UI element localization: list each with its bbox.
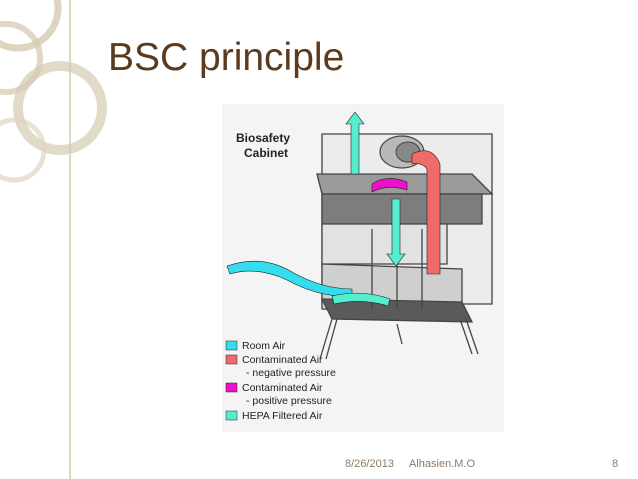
legend-swatch-contaminated-negative xyxy=(225,354,238,365)
diagram-heading-line2: Cabinet xyxy=(244,146,288,160)
diagram-legend: Room Air Contaminated Air - negative pre… xyxy=(225,340,336,422)
legend-item: Contaminated Air xyxy=(242,382,323,394)
footer-page-number: 8 xyxy=(612,458,619,470)
legend-item: Contaminated Air xyxy=(242,354,323,366)
footer-date: 8/26/2013 xyxy=(345,458,394,470)
diagram-heading-line1: Biosafety xyxy=(236,131,290,145)
decorative-rings xyxy=(0,0,107,479)
slide-title: BSC principle xyxy=(108,36,345,79)
biosafety-cabinet-diagram: Biosafety Cabinet Room Air Contaminated … xyxy=(222,104,504,432)
legend-item: HEPA Filtered Air xyxy=(242,410,323,422)
legend-subitem: - negative pressure xyxy=(246,367,336,379)
legend-subitem: - positive pressure xyxy=(246,395,332,407)
legend-swatch-room-air xyxy=(225,340,238,351)
footer-author: Alhasien.M.O xyxy=(409,458,476,470)
legend-swatch-hepa xyxy=(225,410,238,421)
legend-swatch-contaminated-positive xyxy=(225,382,238,393)
legend-item: Room Air xyxy=(242,340,286,352)
cabinet-legs xyxy=(319,318,479,360)
airflow-arrows xyxy=(226,111,441,307)
